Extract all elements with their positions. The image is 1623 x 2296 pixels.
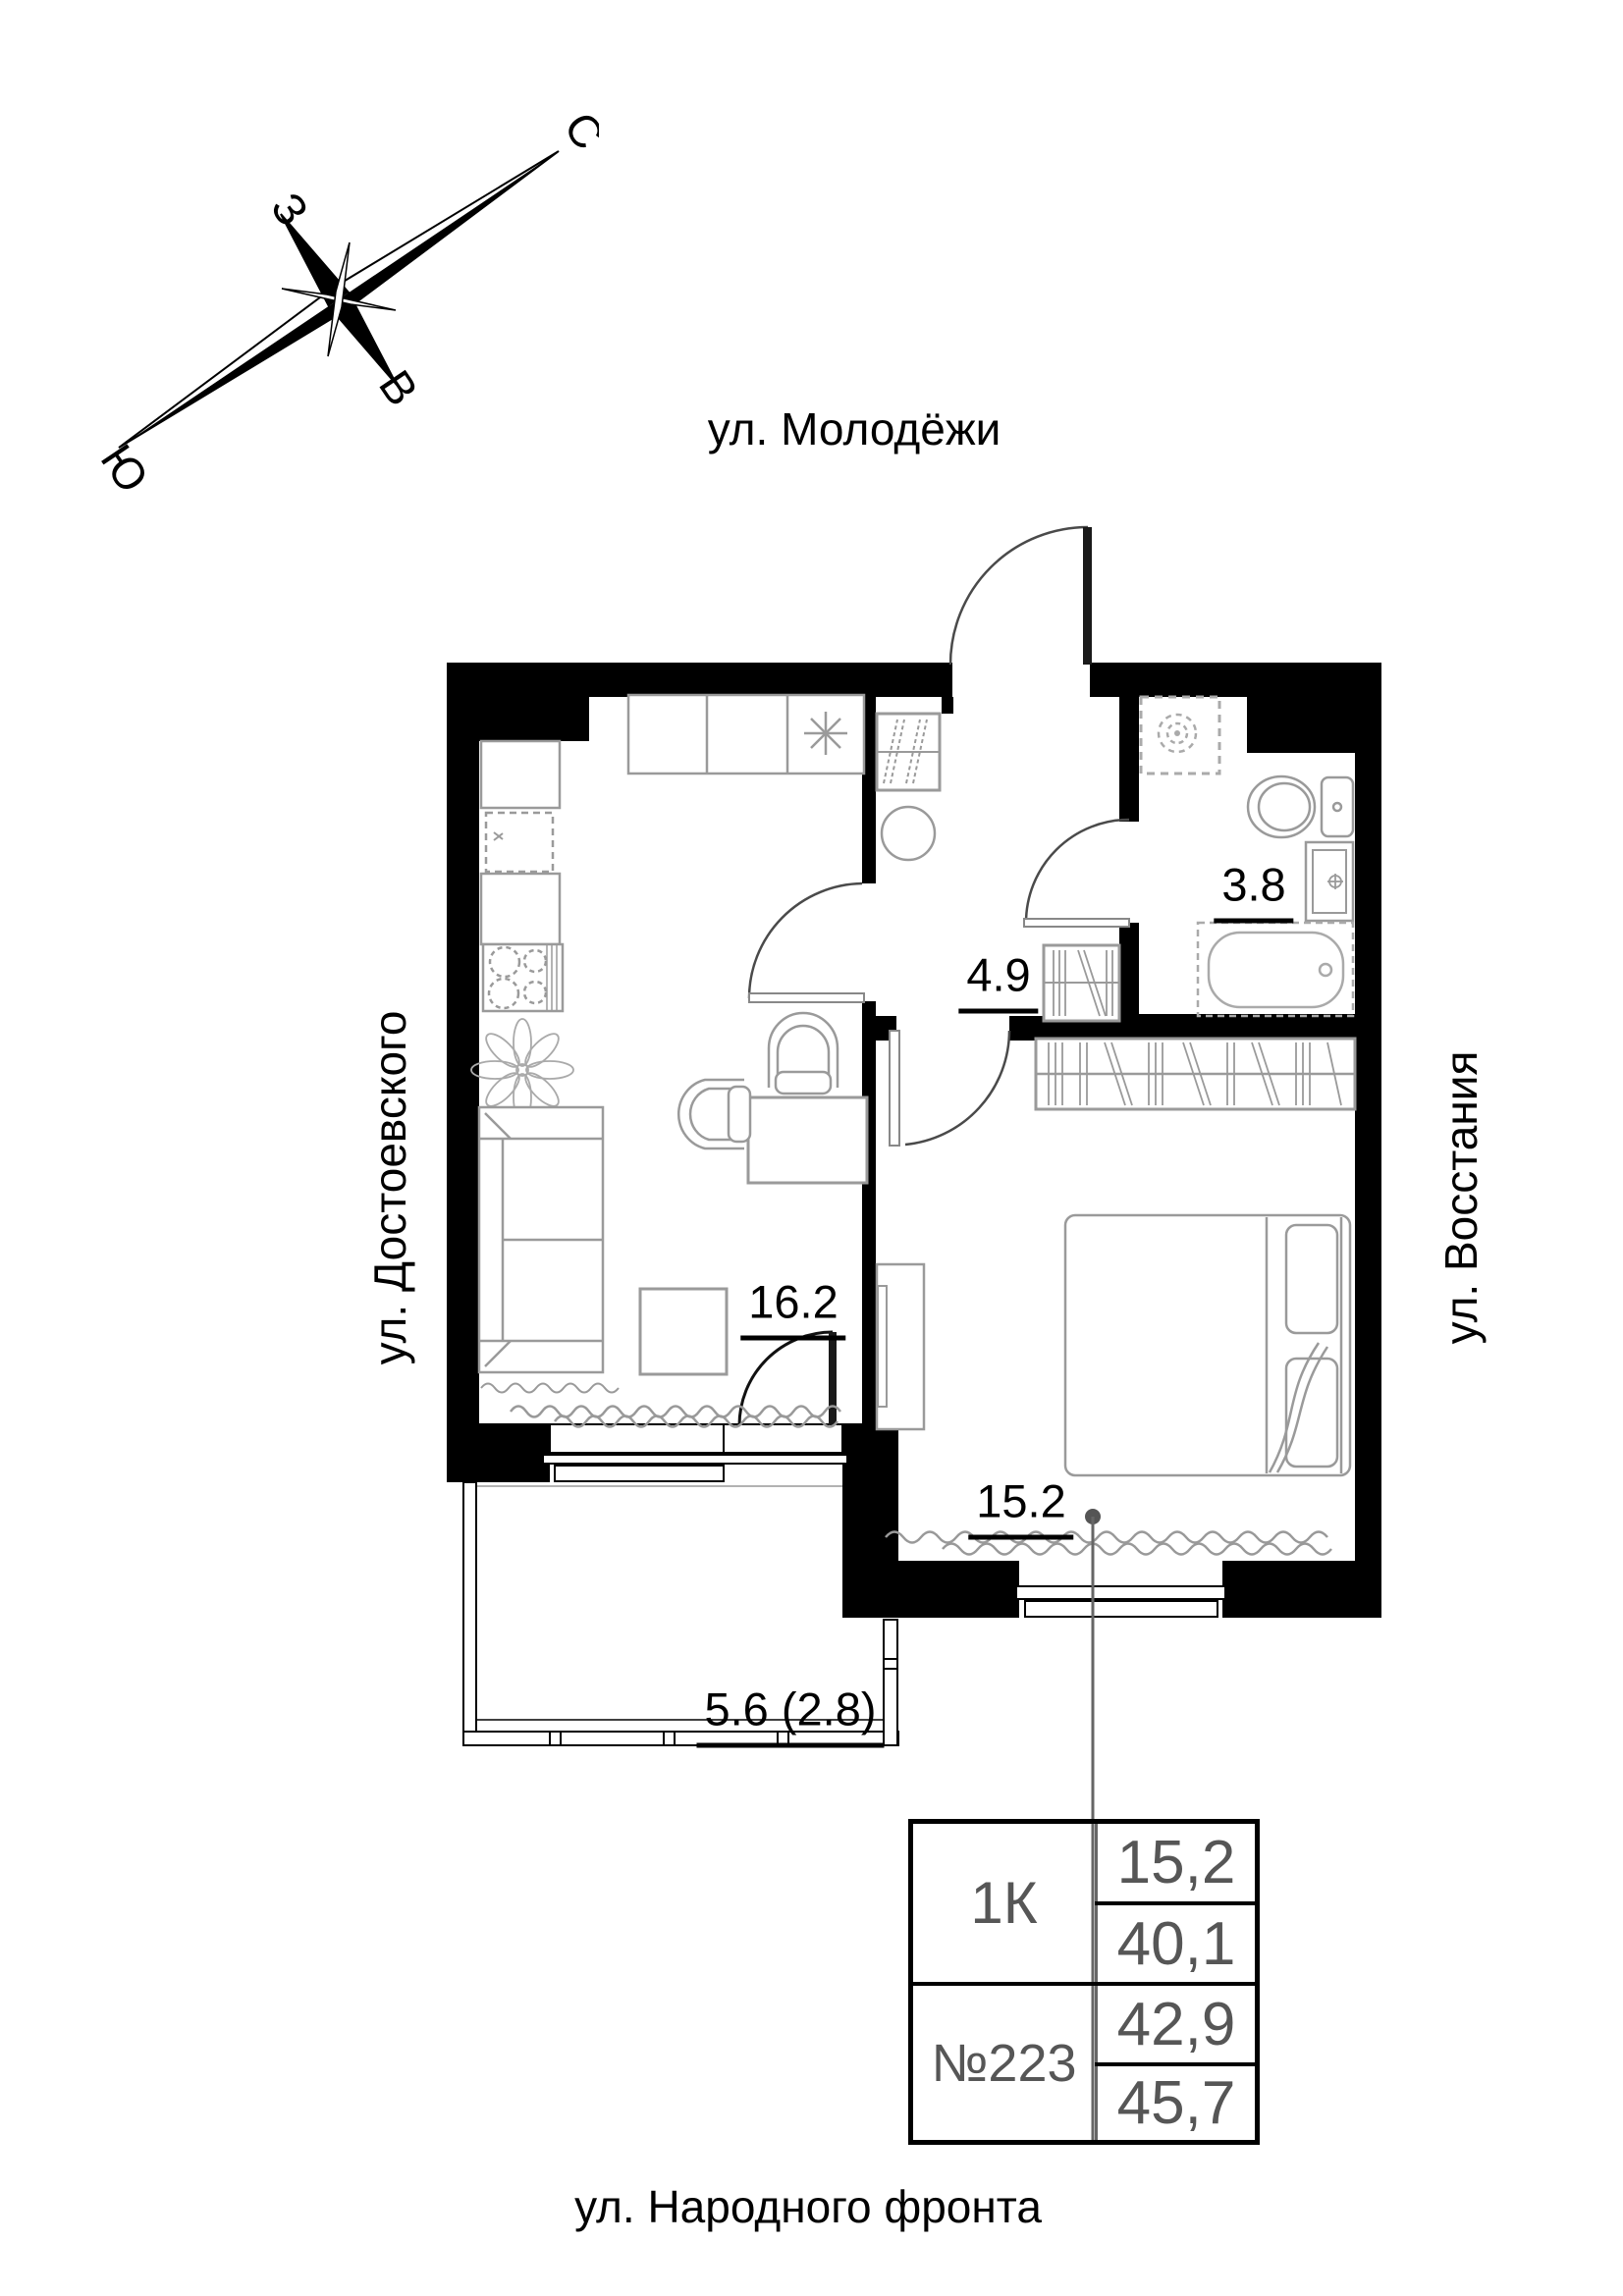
compass-east-label: В	[369, 361, 428, 415]
plant-icon	[470, 1018, 574, 1122]
living-room-window	[542, 1423, 848, 1482]
walls	[447, 663, 1381, 1618]
living-area-value: 15,2	[1116, 1829, 1236, 1896]
kitchen-living-area-label: 16.2	[740, 1275, 846, 1341]
compass-north-label: С	[554, 103, 599, 159]
sofa	[477, 1105, 620, 1394]
stove	[481, 942, 565, 1013]
balcony-glazing	[462, 1481, 899, 1746]
washing-machine	[1139, 695, 1221, 775]
kitchen-door	[747, 881, 865, 1003]
hallway-area-label: 4.9	[958, 948, 1039, 1014]
bathroom-door	[1023, 818, 1130, 928]
street-label-top: ул. Молодёжи	[707, 403, 1001, 454]
total-area-value: 45,7	[1116, 2069, 1236, 2137]
area-value-2: 42,9	[1116, 1990, 1236, 2058]
hall-stool	[880, 805, 937, 862]
table-line	[1095, 2062, 1255, 2066]
balcony-door	[737, 1330, 837, 1426]
street-label-left: ул. Достоевского	[364, 1010, 415, 1365]
desk-chair-top	[767, 1011, 839, 1095]
hall-closet	[875, 712, 942, 792]
bedroom-door	[889, 1030, 1011, 1147]
bathroom-sink	[1304, 840, 1355, 923]
bedroom-area-label: 15.2	[968, 1474, 1074, 1540]
bedroom-radiator-2	[942, 1542, 1332, 1556]
compass-south-label: Ю	[91, 435, 159, 502]
cooker-hood-icon	[804, 712, 847, 755]
table-line	[1095, 1901, 1255, 1905]
bedroom-wardrobe	[1034, 1037, 1357, 1111]
bathroom-area-label: 3.8	[1214, 858, 1294, 924]
tv-stand	[875, 1262, 926, 1431]
leader-line	[1085, 1509, 1101, 2143]
bedroom-window	[1015, 1585, 1226, 1618]
street-label-bottom: ул. Народного фронта	[574, 2181, 1042, 2232]
coffee-table	[638, 1287, 729, 1376]
area-value-1: 40,1	[1116, 1909, 1236, 1978]
toilet	[1246, 774, 1355, 839]
table-line	[913, 1982, 1255, 1986]
apartment-info-table: 1К №223 15,2 40,1 42,9 45,7	[908, 1819, 1260, 2145]
entrance-door	[948, 525, 1092, 666]
desk-chair-left	[676, 1078, 752, 1150]
apartment-type: 1К	[970, 1870, 1038, 1936]
bedroom-radiator	[885, 1530, 1328, 1544]
kitchen-counter-top	[479, 739, 562, 946]
kitchen-sink	[484, 811, 555, 874]
bathtub	[1196, 921, 1355, 1018]
bed	[1063, 1213, 1352, 1477]
compass-rose: С З В Ю	[91, 103, 599, 502]
living-room-radiator-2	[553, 1415, 839, 1428]
compass-needle	[118, 150, 560, 449]
hall-wardrobe	[1042, 943, 1121, 1023]
apartment-number: №223	[931, 2033, 1077, 2093]
balcony-area-label: 5.6 (2.8)	[696, 1682, 885, 1748]
street-label-right: ул. Восстания	[1435, 1050, 1487, 1345]
desk	[746, 1095, 869, 1185]
